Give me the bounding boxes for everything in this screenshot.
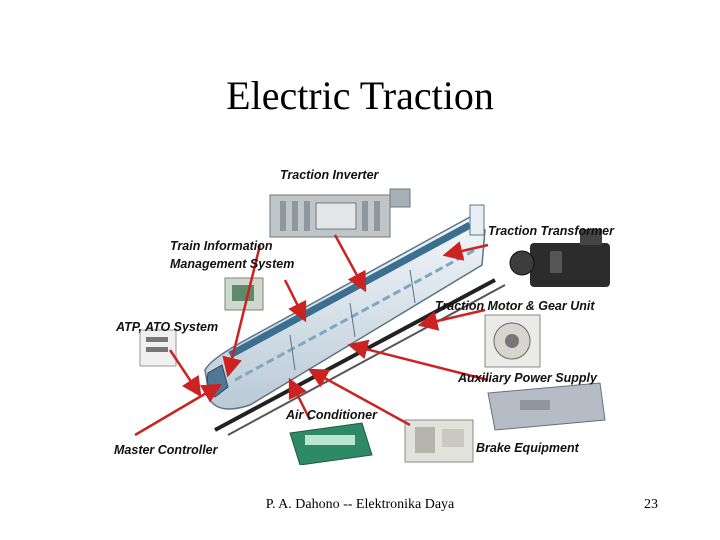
atp-ato-system-image xyxy=(139,329,177,367)
label-atp-ato: ATP, ATO System xyxy=(116,320,219,334)
traction-transformer-image xyxy=(509,229,610,287)
air-conditioner-image xyxy=(289,422,373,465)
auxiliary-power-supply-image xyxy=(487,382,606,431)
label-auxiliary-power: Auxiliary Power Supply xyxy=(458,371,597,385)
label-train-information: Train Information xyxy=(170,239,273,253)
train-diagram: Traction Inverter Traction Transformer T… xyxy=(110,165,630,465)
label-management-system: Management System xyxy=(170,257,295,271)
train-illustration xyxy=(134,188,610,465)
leader-arrows xyxy=(134,234,489,437)
label-traction-inverter: Traction Inverter xyxy=(280,168,379,182)
label-brake-equipment: Brake Equipment xyxy=(476,441,579,455)
label-traction-motor: Traction Motor & Gear Unit xyxy=(435,299,595,313)
traction-inverter-image xyxy=(269,188,411,238)
label-master-controller: Master Controller xyxy=(114,443,218,457)
slide-title: Electric Traction xyxy=(226,73,494,118)
label-traction-transformer: Traction Transformer xyxy=(488,224,614,238)
label-air-conditioner: Air Conditioner xyxy=(286,408,377,422)
train-info-system-image xyxy=(224,277,264,311)
page-number: 23 xyxy=(644,497,658,512)
traction-motor-image xyxy=(484,314,541,368)
slide-footer: P. A. Dahono -- Elektronika Daya xyxy=(265,497,455,512)
brake-equipment-image xyxy=(404,419,474,463)
